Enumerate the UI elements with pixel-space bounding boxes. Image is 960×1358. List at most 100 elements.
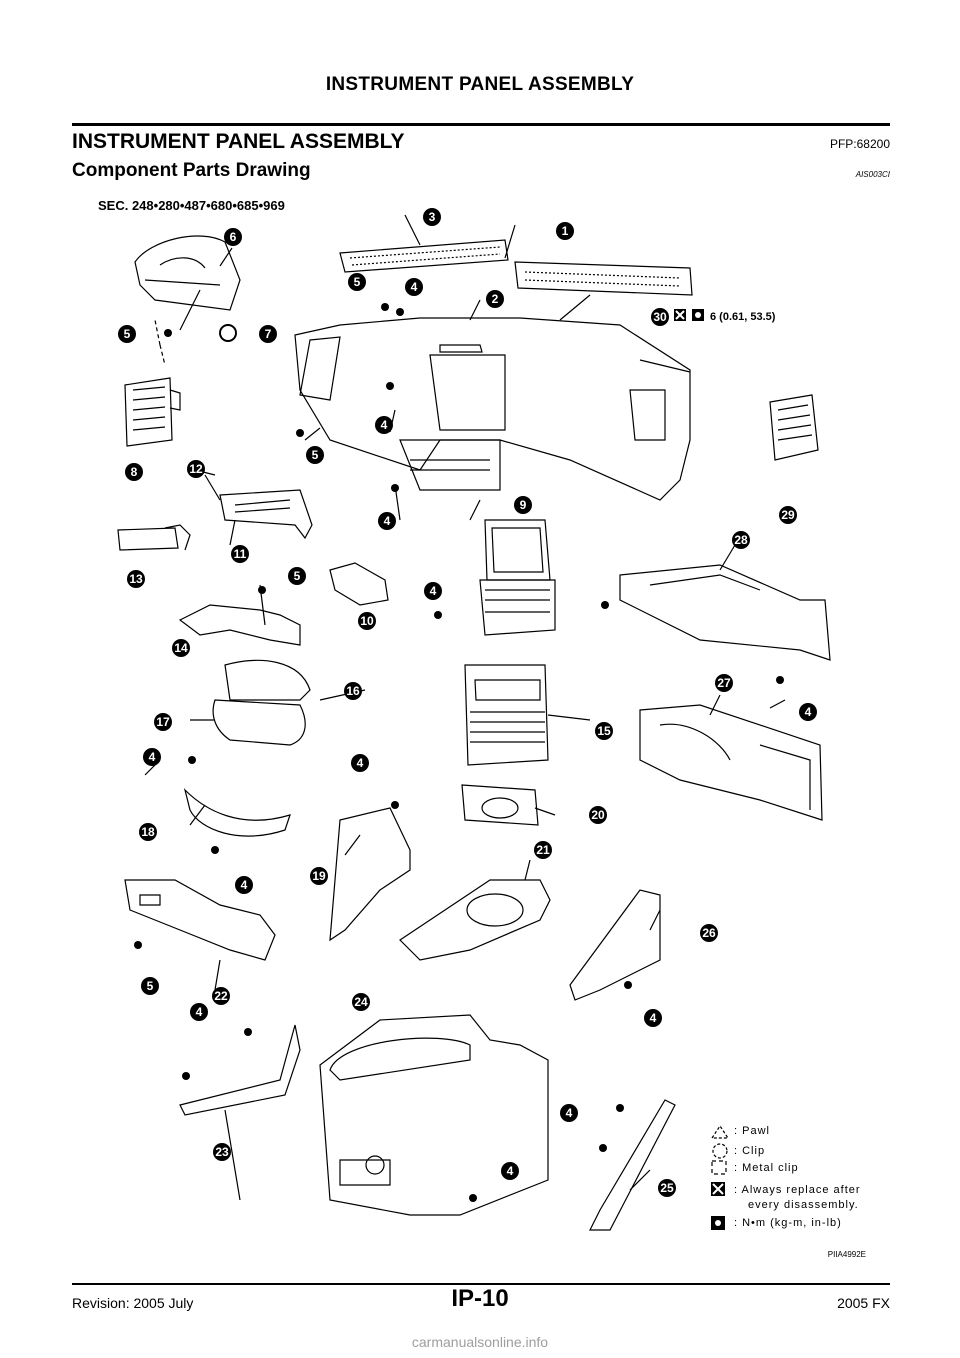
watermark: carmanualsonline.info xyxy=(411,1334,549,1350)
callout-4: 4 xyxy=(378,512,396,530)
svg-text:6: 6 xyxy=(230,230,237,244)
av-unit xyxy=(479,579,556,636)
screw-icon xyxy=(391,484,399,492)
svg-text:1: 1 xyxy=(562,224,569,238)
legend-metal-clip: : Metal clip xyxy=(734,1162,799,1174)
svg-text:15: 15 xyxy=(597,724,611,738)
reference-code: AIS003CI xyxy=(855,170,890,179)
svg-text:26: 26 xyxy=(702,926,716,940)
svg-text:4: 4 xyxy=(430,584,437,598)
callout-5: 5 xyxy=(141,977,159,995)
svg-text:18: 18 xyxy=(141,825,155,839)
callout-9: 9 xyxy=(514,496,532,514)
svg-text:24: 24 xyxy=(354,995,368,1009)
console-side-finisher-right xyxy=(589,1099,676,1231)
footer-model: 2005 FX xyxy=(837,1295,890,1311)
svg-text:4: 4 xyxy=(241,878,248,892)
callout-5: 5 xyxy=(288,567,306,585)
callout-16: 16 xyxy=(344,682,362,700)
header-rule xyxy=(72,123,890,126)
legend-torque: : N•m (kg-m, in-lb) xyxy=(734,1217,842,1229)
center-cluster xyxy=(464,664,549,766)
callout-1: 1 xyxy=(556,222,574,240)
callout-4: 4 xyxy=(424,582,442,600)
screw-icon xyxy=(616,1104,624,1112)
callout-2: 2 xyxy=(486,290,504,308)
callout-30: 30 xyxy=(651,308,669,326)
svg-text:10: 10 xyxy=(360,614,374,628)
screw-icon xyxy=(211,846,219,854)
svg-text:11: 11 xyxy=(234,547,247,561)
callout-4: 4 xyxy=(405,278,423,296)
svg-text:4: 4 xyxy=(196,1005,203,1019)
svg-text:5: 5 xyxy=(312,448,319,462)
svg-text:4: 4 xyxy=(650,1011,657,1025)
screw-icon xyxy=(434,611,442,619)
callout-22: 22 xyxy=(212,987,230,1005)
knee-protector-finisher xyxy=(183,788,291,837)
svg-text:2: 2 xyxy=(492,292,499,306)
combination-switch-right xyxy=(329,562,389,606)
svg-text:4: 4 xyxy=(381,418,388,432)
running-title: INSTRUMENT PANEL ASSEMBLY xyxy=(325,74,635,95)
footer-revision: Revision: 2005 July xyxy=(72,1295,194,1311)
ashtray-finisher xyxy=(461,784,539,826)
svg-text:12: 12 xyxy=(189,462,203,476)
callout-17: 17 xyxy=(154,713,172,731)
grommet-icon xyxy=(219,324,237,342)
svg-text:8: 8 xyxy=(131,465,138,479)
svg-text:5: 5 xyxy=(294,569,301,583)
callout-5: 5 xyxy=(348,273,366,291)
steering-bracket xyxy=(178,604,301,646)
screw-icon xyxy=(258,586,266,594)
callout-4: 4 xyxy=(235,876,253,894)
instrument-lower-cover xyxy=(124,879,276,961)
callout-7: 7 xyxy=(259,325,277,343)
column-cover-upper xyxy=(224,659,311,701)
callout-14: 14 xyxy=(172,639,190,657)
combination-switch-left xyxy=(117,527,179,551)
screw-icon xyxy=(601,601,609,609)
console-box xyxy=(319,1014,549,1216)
callout-13: 13 xyxy=(127,570,145,588)
callout-15: 15 xyxy=(595,722,613,740)
svg-text:9: 9 xyxy=(520,498,527,512)
svg-text:5: 5 xyxy=(124,327,131,341)
page-number: IP-10 xyxy=(451,1285,509,1312)
callout-4: 4 xyxy=(501,1162,519,1180)
callout-6: 6 xyxy=(224,228,242,246)
screw-icon xyxy=(386,382,394,390)
svg-text:4: 4 xyxy=(411,280,418,294)
driver-lower-finisher xyxy=(219,489,313,540)
console-finisher xyxy=(399,879,551,961)
screw-icon xyxy=(188,756,196,764)
subsection-title: Component Parts Drawing xyxy=(72,160,311,181)
cluster-lid xyxy=(134,235,241,311)
callout-4: 4 xyxy=(143,748,161,766)
screw-icon xyxy=(296,429,304,437)
callout-4: 4 xyxy=(799,703,817,721)
center-console-side-right xyxy=(569,889,661,1001)
part-number: PFP:68200 xyxy=(829,137,890,151)
svg-text:14: 14 xyxy=(174,641,188,655)
footer-rule xyxy=(72,1283,890,1285)
callout-26: 26 xyxy=(700,924,718,942)
svg-text:25: 25 xyxy=(660,1181,674,1195)
svg-text:29: 29 xyxy=(781,508,795,522)
pawl-icon xyxy=(710,1124,730,1139)
center-console-side-left xyxy=(329,807,411,942)
svg-text:19: 19 xyxy=(312,869,326,883)
side-vent-left xyxy=(124,377,173,447)
sec-numbers: SEC. 248•280•487•680•685•969 xyxy=(98,198,285,213)
callout-28: 28 xyxy=(732,531,750,549)
glove-box-lower-tray xyxy=(639,704,823,821)
glove-box xyxy=(619,564,831,661)
svg-text:16: 16 xyxy=(346,684,360,698)
svg-text:5: 5 xyxy=(354,275,361,289)
callout-5: 5 xyxy=(306,446,324,464)
svg-text:21: 21 xyxy=(536,843,550,857)
console-side-finisher-left xyxy=(179,1024,301,1116)
callout-8: 8 xyxy=(125,463,143,481)
svg-text:4: 4 xyxy=(805,705,812,719)
